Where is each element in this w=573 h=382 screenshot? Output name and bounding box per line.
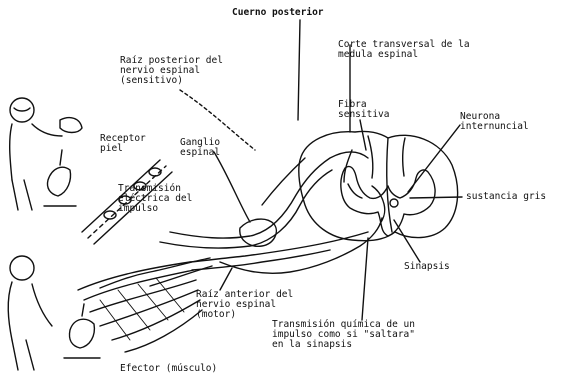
label-raiz-anterior: Raíz anterior del nervio espinal (motor) [196,290,293,320]
label-sustancia-gris: sustancia gris [466,192,546,202]
motor-fiber [100,258,210,288]
spinal-nerve [190,232,368,262]
label-efector: Efector (músculo) [120,364,217,374]
spinal-cord-outline [299,131,458,240]
interneuron [372,186,385,224]
leader-sustancia [410,197,462,198]
sensory-fiber [170,152,368,238]
label-fibra-sensitiva: Fibra sensitiva [338,100,389,120]
leader-raiz-anterior [220,268,232,290]
spinal-ganglion [240,219,277,246]
label-neurona-internuncial: Neurona internuncial [460,112,529,132]
spinal-cord-midline [387,138,392,232]
leader-sinapsis [394,220,420,262]
label-corte-transversal: Corte transversal de la medula espinal [338,40,470,60]
person-bottom-figure [8,256,100,370]
person-top-figure [10,98,82,210]
leader-cuerno-posterior [298,20,300,120]
label-transmision-electrica: Transmisión eléctrica del impulso [118,184,192,214]
label-ganglio-espinal: Ganglio espinal [180,138,220,158]
label-receptor-piel: Receptor piel [100,134,146,154]
leader-fibra [360,120,366,150]
posterior-root [262,158,305,205]
label-cuerno-posterior: Cuerno posterior [232,8,324,18]
leader-quimica [362,238,368,320]
label-raiz-posterior: Raíz posterior del nervio espinal (sensi… [120,56,223,86]
posterior-horn [368,136,373,178]
label-sinapsis: Sinapsis [404,262,450,272]
label-transmision-quimica: Transmisión química de un impulso como s… [272,320,415,350]
leader-ganglio [214,152,250,222]
